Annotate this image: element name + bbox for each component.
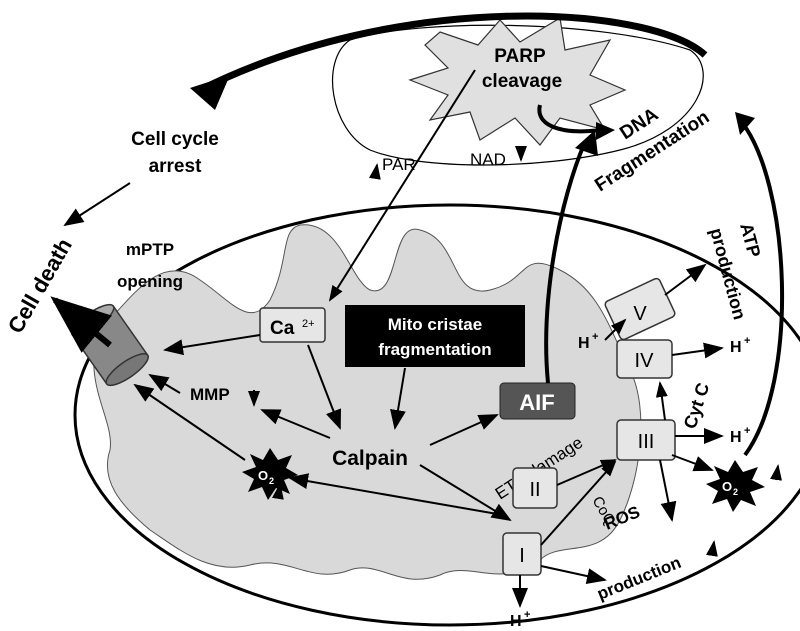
cell-death-label: Cell death <box>3 234 77 338</box>
h-plus-iv: H <box>730 339 742 356</box>
i-to-coq-arrow <box>540 460 617 546</box>
complex-v-label: V <box>633 303 647 325</box>
parp-label: PARP <box>494 46 546 67</box>
complex-i-box <box>502 532 542 576</box>
arrest-label: arrest <box>149 156 202 177</box>
mptp-out-arrow <box>50 296 112 353</box>
o2-left-sub: 2 <box>269 476 274 486</box>
par-label: PAR <box>382 155 416 174</box>
o2-right-up-arrow <box>770 464 782 481</box>
ca-box <box>259 307 326 343</box>
iii-to-iv-arrow <box>655 381 668 421</box>
aif-to-dna-curve <box>544 141 587 384</box>
ca-to-calpain-arrow <box>307 344 341 430</box>
o2-left-label: O <box>258 468 268 483</box>
complex-iv-box <box>616 339 673 379</box>
calpain-to-mmp-arrow <box>260 409 331 439</box>
parp-to-dna-curve <box>537 104 601 134</box>
iii-to-ros-arrow <box>659 459 677 522</box>
h-plus-i: H <box>510 613 522 630</box>
par-up-arrow <box>368 163 381 180</box>
parp-to-ca-arrow <box>328 69 476 302</box>
h-plus-i-sup: + <box>524 609 530 621</box>
h-plus-iii: H <box>730 429 742 446</box>
arrest-to-death-arrow <box>63 182 131 227</box>
i-to-ros-arrow <box>540 565 607 584</box>
mptp-label: mPTP <box>126 240 174 259</box>
o2-right-burst <box>706 460 765 512</box>
o2-to-mptp-arrow <box>133 383 246 461</box>
iv-h-arrow <box>671 342 724 359</box>
big-curve-arrowhead <box>190 75 230 110</box>
ca-to-mptp-arrow <box>163 334 261 356</box>
complex-i-label: I <box>519 545 525 567</box>
o2-right-label: O <box>722 479 732 494</box>
nad-label: NAD <box>470 150 506 169</box>
mmp-label: MMP <box>190 385 230 404</box>
v-to-atp-arrow <box>664 263 707 296</box>
o2-to-fragmentation-curve <box>738 118 785 457</box>
mito-cristae-label: Mito cristae <box>388 315 482 334</box>
mito-cristae-box <box>345 305 525 367</box>
o2-left-up-arrow <box>271 483 284 500</box>
calpain-to-aif-arrow <box>429 414 499 446</box>
ros-up-arrow <box>705 540 718 557</box>
h-plus-v: H <box>578 335 590 352</box>
complex-ii-box <box>512 467 558 509</box>
cell-cycle-label: Cell cycle <box>131 129 219 150</box>
o2-left-sup: e- <box>277 462 286 473</box>
complex-iii-box <box>616 419 676 461</box>
parp-to-dna-head <box>596 122 615 140</box>
fragmentation-box-label: fragmentation <box>378 340 491 359</box>
aif-to-dna-head <box>575 130 598 156</box>
calpain-to-etc-arrow <box>419 464 512 522</box>
i-to-o2-arrow <box>288 473 504 516</box>
complex-iv-label: IV <box>635 350 655 372</box>
calpain-label: Calpain <box>332 447 408 470</box>
mmp-to-mptp-arrow <box>148 373 181 394</box>
complex-iii-label: III <box>638 431 655 453</box>
o2-to-fragmentation-head <box>735 112 755 135</box>
ca-superscript: 2+ <box>302 318 315 330</box>
atp-label: ATP <box>736 221 764 260</box>
parp-burst <box>408 17 627 146</box>
h-plus-iii-sup: + <box>744 425 750 437</box>
ca-label: Ca <box>270 318 295 339</box>
cleavage-label: cleavage <box>482 71 562 92</box>
o2-left-burst <box>242 448 298 500</box>
h-plus-iv-sup: + <box>744 335 750 347</box>
o2-right-sup: e- <box>743 473 752 484</box>
aif-box <box>499 382 576 420</box>
o2-right-sub: 2 <box>733 487 738 497</box>
complex-ii-label: II <box>529 479 540 501</box>
h-plus-v-sup: + <box>592 331 598 343</box>
big-curve-arrow <box>198 12 708 94</box>
aif-label: AIF <box>519 390 554 415</box>
opening-label: opening <box>117 272 183 291</box>
h-into-v-arrow <box>604 318 627 341</box>
iii-to-o2-arrow <box>671 454 714 472</box>
mito-to-calpain-arrow <box>390 367 406 430</box>
